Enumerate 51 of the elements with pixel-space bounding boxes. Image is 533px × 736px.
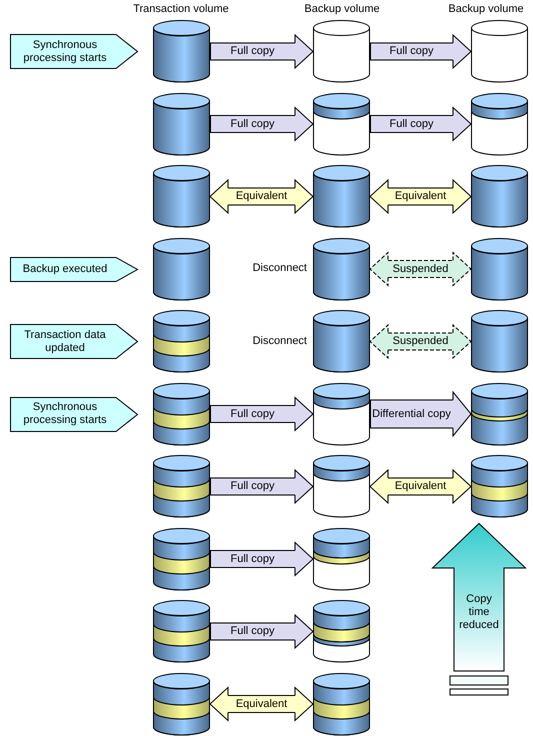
volume-cylinder xyxy=(153,238,210,300)
volume-cylinder xyxy=(153,455,210,518)
edge-label: Suspended xyxy=(392,335,450,348)
volume-cylinder xyxy=(153,672,210,736)
volume-cylinder xyxy=(313,528,370,590)
edge-label: Full copy xyxy=(229,118,276,130)
edge-label: Full copy xyxy=(229,552,276,566)
volume-cylinder xyxy=(313,382,370,446)
edge-label: Suspended xyxy=(392,262,450,276)
step-callout: Transaction data updated xyxy=(10,324,138,359)
edge-label: Equivalent xyxy=(394,190,448,203)
step-callout: Backup executed xyxy=(10,256,138,282)
edge-label: Equivalent xyxy=(234,190,288,203)
volume-cylinder xyxy=(153,600,210,663)
volume-cylinder xyxy=(153,20,210,83)
volume-cylinder xyxy=(471,382,528,446)
step-callout: Synchronous processing starts xyxy=(10,396,138,432)
volume-cylinder xyxy=(153,310,210,373)
volume-cylinder xyxy=(313,165,370,228)
volume-cylinder xyxy=(471,20,528,83)
edge-label: Full copy xyxy=(229,45,276,58)
column-heading: Backup volume xyxy=(303,3,381,15)
edge-label: Full copy xyxy=(388,118,435,130)
volume-cylinder xyxy=(313,600,370,663)
volume-cylinder xyxy=(313,238,370,300)
volume-cylinder xyxy=(313,92,370,156)
volume-cylinder xyxy=(471,310,528,373)
step-callout: Synchronous processing starts xyxy=(10,34,138,69)
column-heading: Backup volume xyxy=(447,3,525,15)
volume-cylinder xyxy=(153,165,210,228)
status-label: Disconnect xyxy=(252,334,307,346)
status-label: Disconnect xyxy=(252,262,307,274)
volume-cylinder xyxy=(153,382,210,446)
volume-cylinder xyxy=(471,92,528,156)
edge-label: Equivalent xyxy=(234,698,288,710)
column-heading: Transaction volume xyxy=(132,3,230,15)
edge-label: Full copy xyxy=(229,408,276,420)
edge-label: Differential copy xyxy=(372,408,451,420)
edge-label: Full copy xyxy=(229,625,276,638)
edge-label: Full copy xyxy=(388,45,435,58)
volume-cylinder xyxy=(471,455,528,518)
volume-cylinder xyxy=(471,238,528,300)
volume-cylinder xyxy=(313,672,370,736)
volume-cylinder xyxy=(313,455,370,518)
volume-cylinder xyxy=(471,165,528,228)
edge-label: Full copy xyxy=(229,480,276,493)
volume-cylinder xyxy=(153,92,210,156)
edge-label: Equivalent xyxy=(394,480,448,493)
volume-cylinder xyxy=(313,310,370,373)
volume-cylinder xyxy=(313,20,370,83)
volume-cylinder xyxy=(153,528,210,590)
